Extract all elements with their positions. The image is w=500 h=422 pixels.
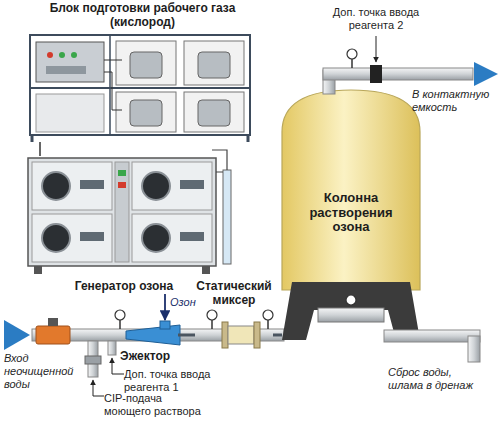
compressor-unit (116, 41, 176, 85)
flow-arrow (4, 320, 30, 350)
generator-module (32, 214, 112, 262)
flow-arrow (474, 62, 498, 86)
drain-pipe (384, 330, 480, 342)
mixer-flange (222, 322, 228, 348)
generator-module (32, 162, 112, 210)
compressor-unit (184, 41, 244, 85)
annotation-label: Вход неочищенной воды (4, 352, 100, 392)
compressor-body (198, 100, 230, 126)
ozone-line (164, 294, 166, 320)
annotation-label: В контактную емкость (412, 88, 498, 114)
dissolution-column (282, 90, 420, 290)
compressor-unit (184, 92, 244, 132)
rack-shelf (30, 87, 250, 89)
valve-handle (48, 318, 58, 326)
cabinet-foot (202, 266, 210, 274)
control-switches (46, 66, 86, 74)
ozone-generator (28, 150, 231, 274)
pressure-gauge (347, 49, 357, 59)
module-display (80, 232, 104, 241)
compressor-body (130, 52, 162, 78)
ozone-nozzle (160, 321, 170, 329)
node-title: Эжектор (120, 350, 170, 364)
indicator-lamp (118, 170, 126, 176)
outlet-pipe (323, 68, 473, 80)
gauge-stem (119, 320, 121, 329)
gas-rack (30, 35, 250, 142)
rack-leg (31, 135, 34, 142)
indicator-lamp (71, 52, 77, 58)
node-title: Статический миксер (195, 280, 273, 308)
annotation-label: Доп. точка ввода реагента 1 (124, 368, 244, 394)
leader-line (376, 36, 377, 62)
pressure-gauge (346, 295, 356, 305)
pressure-gauge (207, 310, 217, 320)
fan-dial (142, 172, 170, 200)
mixer-flange (254, 322, 260, 348)
module-display (80, 180, 104, 189)
mixer-node: Статический миксер (195, 280, 273, 348)
rack-frame (30, 35, 250, 135)
indicator-lamp (118, 182, 126, 188)
rack-post (109, 35, 111, 135)
rack-bay (36, 94, 104, 132)
annotation-label: Сброс воды, шлама в дренаж (388, 366, 488, 392)
node-title: Генератор озона (75, 280, 174, 294)
module-display (180, 232, 204, 241)
gauge-stem (211, 320, 213, 329)
fan-dial (142, 224, 170, 252)
generator-cabinet (28, 158, 216, 266)
annotation-label: CIP-подача моющего раствора (104, 392, 204, 418)
pressure-gauge (263, 310, 273, 320)
cip-valve (85, 356, 101, 364)
rack-leg (247, 135, 250, 142)
inlet-valve (36, 326, 70, 344)
leader-line (93, 380, 104, 396)
pipe-connector (178, 334, 195, 337)
generator-module (132, 162, 212, 210)
node-title: Блок подготовки рабочего газа (кислород) (35, 2, 250, 30)
compressor-unit (116, 92, 176, 132)
gauge-stem (267, 320, 269, 329)
cabinet-foot (34, 266, 42, 274)
module-display (180, 180, 204, 189)
gas-rack-node: Блок подготовки рабочего газа (кислород) (30, 2, 255, 142)
edge-label: Озон (170, 296, 196, 308)
annotation-label: Доп. точка ввода реагента 2 (320, 6, 432, 32)
ejector-body (126, 325, 180, 345)
fan-dial (42, 224, 70, 252)
ejector-node: Эжектор (112, 320, 178, 364)
pressure-gauge (115, 310, 125, 320)
column-node: Колонна растворения озона (282, 88, 420, 338)
cable-connector (39, 142, 41, 156)
node-title: Колонна растворения озона (296, 191, 406, 236)
indicator-lamp (47, 52, 53, 58)
compressor-body (130, 100, 162, 126)
fan-dial (42, 172, 70, 200)
mixer-body (228, 326, 254, 344)
indicator-lamp (59, 52, 65, 58)
rack-wire (104, 60, 122, 110)
generator-node: Генератор озона (28, 156, 220, 294)
base-manifold (318, 308, 384, 322)
flowmeter-tube (223, 170, 231, 264)
gas-tube (212, 150, 227, 172)
generator-module (132, 214, 212, 262)
pipe-connector (273, 334, 282, 337)
control-strip (115, 162, 129, 262)
drain-pipe (468, 336, 480, 362)
compressor-body (198, 52, 230, 78)
control-box (36, 42, 104, 82)
reagent-port (108, 341, 116, 355)
reagent-injector (370, 65, 382, 83)
